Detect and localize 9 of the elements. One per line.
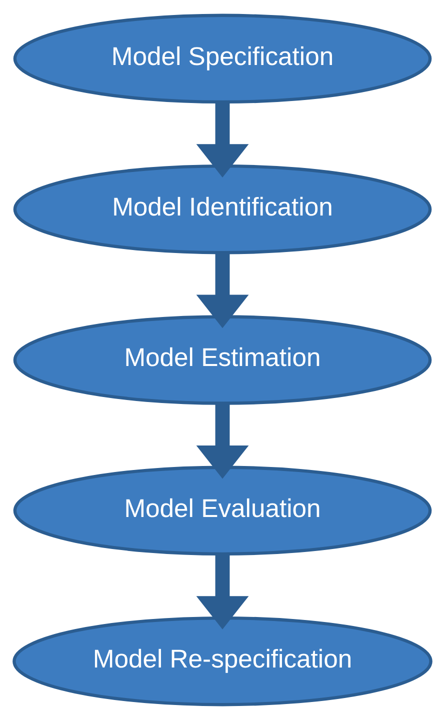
node-ellipse: Model Identification xyxy=(13,164,432,254)
node-ellipse: Model Estimation xyxy=(13,314,432,404)
node-ellipse: Model Re-specification xyxy=(12,616,432,706)
arrow xyxy=(196,102,249,177)
arrow xyxy=(196,402,249,478)
node-ellipse: Model Evaluation xyxy=(13,465,432,556)
node-ellipse: Model Specification xyxy=(13,13,432,104)
arrow xyxy=(196,554,249,629)
arrow xyxy=(196,252,249,328)
